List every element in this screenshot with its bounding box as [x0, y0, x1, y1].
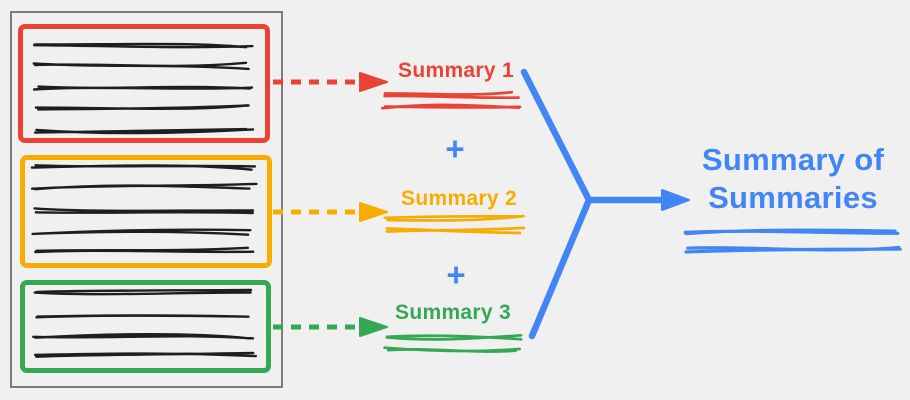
final-summary-label: Summary of Summaries [702, 141, 884, 217]
final-summary-line1: Summary of [701, 142, 885, 177]
merge-arrowhead [661, 189, 690, 211]
final-summary-line2: Summaries [708, 180, 878, 215]
summary-underline-scribble [383, 214, 525, 222]
doc-section-3 [20, 280, 271, 373]
summary-underline-scribble [380, 103, 522, 110]
source-document [10, 11, 283, 388]
summary-underline-scribble [385, 226, 526, 235]
plus-operator-2: + [446, 255, 466, 293]
dashed-arrowhead [359, 202, 388, 222]
dashed-arrowhead [359, 72, 388, 92]
plus-operator-1: + [445, 129, 465, 167]
doc-section-1 [18, 24, 270, 143]
summary-underline-scribble [385, 333, 523, 341]
summary-2-label: Summary 2 [401, 187, 517, 210]
final-underline-scribble [683, 228, 900, 236]
doc-section-2 [20, 155, 272, 268]
summary-1-label: Summary 1 [398, 59, 514, 82]
merge-connector-arrow [520, 68, 690, 340]
summary-underline-scribble [383, 90, 520, 100]
summary-dashed-arrows [273, 72, 388, 337]
summary-3-label: Summary 3 [395, 301, 511, 324]
merge-connector-lines [520, 68, 670, 340]
dashed-arrowhead [359, 317, 388, 337]
final-summary-underline-scribbles [683, 228, 902, 254]
final-underline-scribble [684, 245, 902, 254]
summary-underline-scribble [383, 346, 522, 353]
